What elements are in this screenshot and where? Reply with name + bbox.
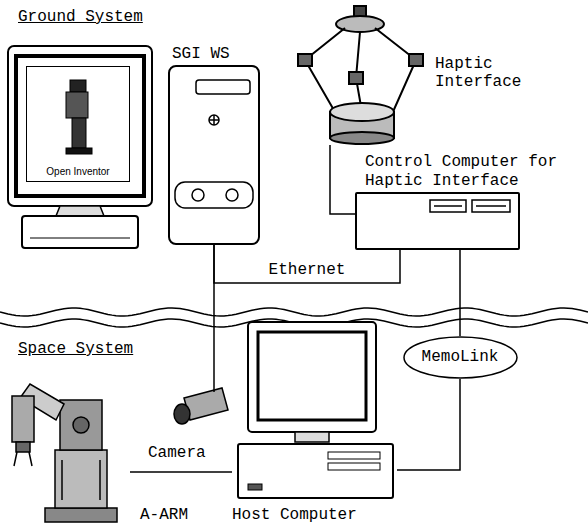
robot-icon — [72, 118, 86, 148]
computer-drive-slots — [472, 200, 510, 212]
edge-label: Ethernet — [269, 261, 346, 279]
haptic-device-illustration — [330, 103, 394, 121]
computer-drive-slots — [430, 200, 510, 212]
node-label: Host Computer — [232, 506, 357, 524]
connector-line — [397, 379, 460, 470]
workstation-illustration — [175, 182, 253, 208]
host-computer: Host Computer — [232, 322, 397, 502]
camera-illustration — [174, 388, 228, 424]
workstation-illustration — [226, 189, 238, 201]
haptic-device-illustration — [305, 28, 345, 112]
node-label: Control Computer for Haptic Interface — [365, 153, 570, 190]
monitor-illustration — [8, 46, 152, 248]
wave-line — [0, 308, 588, 316]
workstation-illustration — [209, 115, 219, 125]
robot-arm-illustration — [61, 460, 63, 500]
monitor-illustration — [22, 216, 138, 248]
host-computer-illustration — [328, 463, 380, 470]
computer-drive-slots — [434, 205, 462, 207]
node-label: Haptic Interface — [435, 55, 530, 92]
node-label: A-ARM — [140, 506, 188, 524]
computer-drive-slots — [476, 205, 506, 207]
node-label: MemoLink — [422, 348, 499, 366]
monitor-illustration — [56, 206, 104, 216]
monitor-illustration — [16, 56, 144, 196]
camera: Camera — [170, 388, 232, 433]
robot-arm-illustration — [73, 417, 89, 433]
haptic-device-illustration — [409, 54, 423, 66]
connector-line — [330, 145, 355, 214]
camera-illustration — [213, 388, 215, 392]
robot-icon — [70, 80, 86, 92]
link-ellipse: MemoLink — [403, 336, 518, 379]
host-computer-illustration — [258, 332, 366, 420]
node-label: Camera — [148, 444, 206, 462]
monitor-illustration — [30, 238, 130, 239]
connector-line — [459, 250, 461, 336]
connector-line — [213, 245, 215, 388]
robot-arm-illustration — [99, 460, 101, 500]
node-label: Open Inventor — [27, 166, 129, 178]
workstation-box: SGI WS — [168, 65, 260, 245]
host-computer-illustration — [238, 322, 393, 498]
robot-icon — [66, 92, 88, 118]
monitor-illustration — [8, 46, 152, 206]
connector-line — [130, 471, 232, 473]
ellipse-outline — [404, 337, 517, 378]
haptic-device-illustration — [330, 132, 394, 144]
haptic-device-illustration — [349, 72, 363, 84]
host-computer-illustration — [328, 452, 380, 459]
haptic-device: Haptic Interface — [300, 5, 420, 145]
robot-arm-illustration — [12, 396, 34, 442]
workstation-illustration — [175, 80, 253, 208]
section-heading: Ground System — [18, 8, 143, 26]
host-computer-illustration — [295, 432, 329, 442]
haptic-device-illustration — [375, 28, 416, 114]
connector-line — [214, 245, 400, 283]
robot-icon — [66, 80, 92, 154]
camera-illustration — [174, 404, 190, 424]
robot-arm-illustration — [12, 384, 117, 522]
computer-drive-slots — [430, 200, 466, 212]
node-label: SGI WS — [172, 45, 230, 63]
screen-window: Open Inventor — [26, 66, 130, 182]
robot-icon — [66, 148, 92, 154]
robot-arm-illustration — [16, 442, 30, 452]
host-computer-illustration — [248, 484, 262, 490]
robot-arm-illustration — [55, 450, 107, 508]
section-heading: Space System — [18, 340, 133, 358]
computer-box: Control Computer for Haptic Interface — [355, 192, 520, 250]
robot-arm-illustration — [45, 508, 117, 522]
haptic-device-illustration — [298, 54, 312, 66]
robot-arm-illustration — [60, 400, 102, 450]
host-computer-illustration — [248, 322, 376, 432]
workstation-illustration — [209, 115, 219, 125]
workstation-illustration — [196, 80, 250, 94]
host-computer-illustration — [238, 444, 393, 498]
haptic-device-illustration — [298, 6, 423, 144]
robot-arm-illustration — [14, 452, 32, 466]
workstation-illustration — [192, 189, 204, 201]
robot-arm: A-ARM — [5, 378, 130, 523]
